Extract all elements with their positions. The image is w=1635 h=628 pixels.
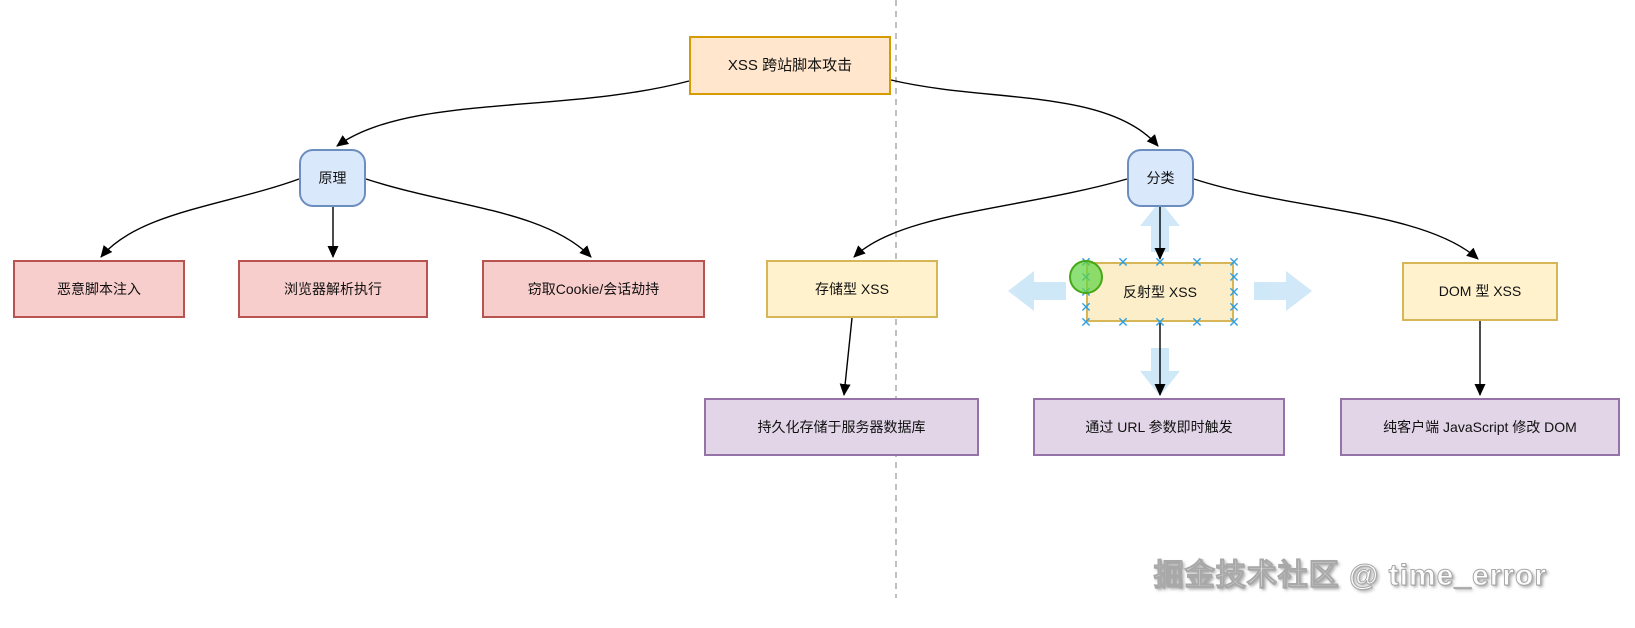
node-malicious-injection[interactable]: 恶意脚本注入 (13, 260, 185, 318)
connectors (100, 79, 1486, 396)
node-stored-detail[interactable]: 持久化存储于服务器数据库 (704, 398, 979, 456)
edge-classification-dom[interactable] (1193, 178, 1479, 260)
connection-point-x-icon[interactable]: ✕ (1191, 314, 1203, 330)
node-dom-xss[interactable]: DOM 型 XSS (1402, 262, 1558, 321)
edge-stored-detail[interactable] (839, 317, 853, 396)
connection-point-x-icon[interactable]: ✕ (1228, 314, 1240, 330)
node-principle[interactable]: 原理 (299, 149, 366, 207)
connection-point-x-icon[interactable]: ✕ (1228, 254, 1240, 270)
node-reflected-detail[interactable]: 通过 URL 参数即时触发 (1033, 398, 1285, 456)
connection-point-x-icon[interactable]: ✕ (1117, 314, 1129, 330)
connection-point-x-icon[interactable]: ✕ (1154, 254, 1166, 270)
node-root[interactable]: XSS 跨站脚本攻击 (689, 36, 891, 95)
edge-root-classification[interactable] (890, 79, 1159, 147)
connection-point-x-icon[interactable]: ✕ (1080, 314, 1092, 330)
connection-point-x-icon[interactable]: ✕ (1117, 254, 1129, 270)
connection-point-x-icon[interactable]: ✕ (1080, 299, 1092, 315)
node-cookie-theft[interactable]: 窃取Cookie/会话劫持 (482, 260, 705, 318)
connection-point-x-icon[interactable]: ✕ (1228, 269, 1240, 285)
node-reflected-xss[interactable]: 反射型 XSS (1086, 262, 1234, 322)
connection-point-x-icon[interactable]: ✕ (1154, 314, 1166, 330)
node-browser-execution[interactable]: 浏览器解析执行 (238, 260, 428, 318)
node-stored-xss[interactable]: 存储型 XSS (766, 260, 938, 318)
node-dom-detail[interactable]: 纯客户端 JavaScript 修改 DOM (1340, 398, 1620, 456)
watermark: 掘金技术社区 @ time_error (1153, 559, 1547, 593)
edge-principle-malicious[interactable] (100, 178, 300, 258)
direction-left-arrow-icon[interactable] (1008, 271, 1066, 311)
connection-point-x-icon[interactable]: ✕ (1228, 284, 1240, 300)
node-classification[interactable]: 分类 (1127, 149, 1194, 207)
edge-principle-cookie[interactable] (365, 178, 592, 258)
connection-source-point-icon[interactable] (1069, 260, 1103, 294)
edge-classification-stored[interactable] (853, 178, 1128, 258)
connection-point-x-icon[interactable]: ✕ (1228, 299, 1240, 315)
direction-right-arrow-icon[interactable] (1254, 271, 1312, 311)
edge-root-principle[interactable] (336, 80, 690, 147)
connection-point-x-icon[interactable]: ✕ (1191, 254, 1203, 270)
